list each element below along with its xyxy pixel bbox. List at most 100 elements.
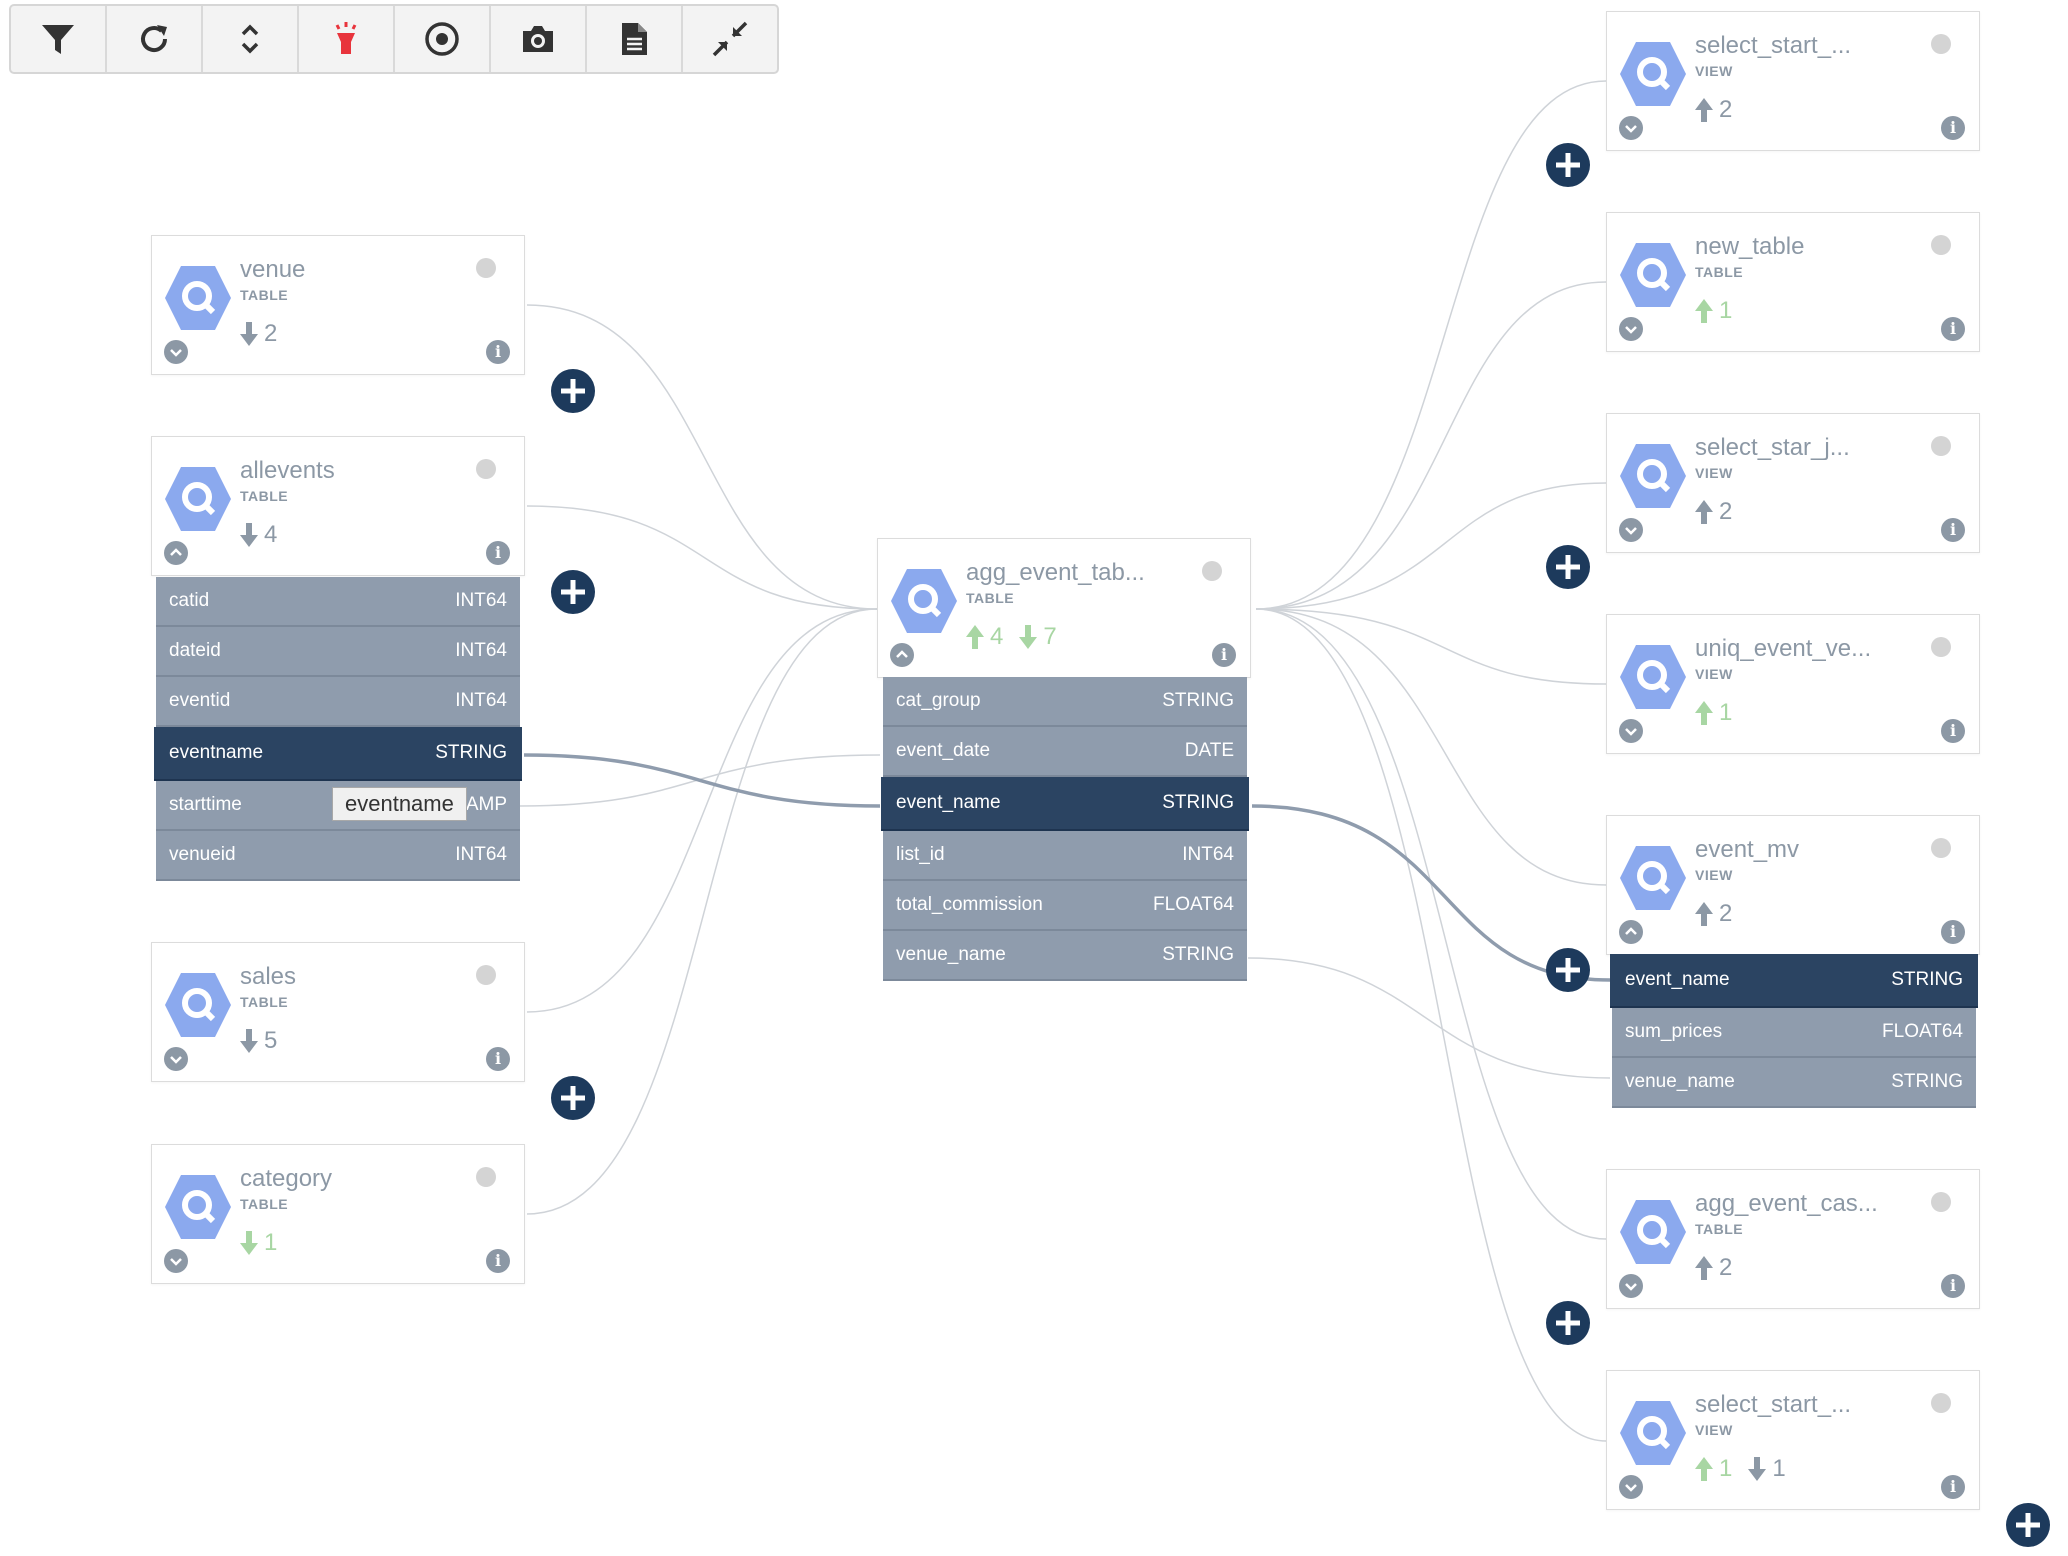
expand-collapse-icon [241, 24, 259, 54]
node-name: agg_event_cas... [1695, 1190, 1878, 1217]
chevron-down-icon[interactable] [1619, 518, 1643, 542]
chevron-up-icon[interactable] [890, 643, 914, 667]
node-name: uniq_event_ve... [1695, 635, 1872, 662]
status-dot [1931, 637, 1951, 657]
node-type: VIEW [1695, 1422, 1733, 1438]
info-icon[interactable]: i [486, 541, 510, 565]
node-type: VIEW [1695, 465, 1733, 481]
node-venue[interactable]: venue TABLE 2 i [151, 235, 525, 375]
node-select-star-j[interactable]: select_star_j... VIEW 2 i [1606, 413, 1980, 553]
node-category[interactable]: category TABLE 1 i [151, 1144, 525, 1284]
node-select-start-1[interactable]: select_start_... VIEW 2 i [1606, 11, 1980, 151]
info-icon[interactable]: i [486, 340, 510, 364]
info-icon[interactable]: i [1941, 1274, 1965, 1298]
chevron-up-icon[interactable] [1619, 920, 1643, 944]
bigquery-icon [165, 467, 231, 531]
bigquery-icon [165, 973, 231, 1037]
toolbar [9, 4, 779, 74]
chevron-down-icon[interactable] [164, 1249, 188, 1273]
info-icon[interactable]: i [1941, 518, 1965, 542]
chevron-down-icon[interactable] [1619, 317, 1643, 341]
chevron-down-icon[interactable] [1619, 719, 1643, 743]
node-agg-event-cas[interactable]: agg_event_cas... TABLE 2 i [1606, 1169, 1980, 1309]
info-icon[interactable]: i [1212, 643, 1236, 667]
filter-button[interactable] [11, 6, 107, 72]
info-icon[interactable]: i [1941, 1475, 1965, 1499]
expand-plus-button[interactable] [2006, 1503, 2050, 1547]
arrow-down-icon [1748, 1457, 1767, 1481]
arrow-down-icon [240, 322, 258, 346]
info-icon[interactable]: i [1941, 116, 1965, 140]
node-type: VIEW [1695, 867, 1733, 883]
info-icon[interactable]: i [1941, 920, 1965, 944]
info-icon[interactable]: i [486, 1249, 510, 1273]
expand-collapse-button[interactable] [203, 6, 299, 72]
expand-plus-button[interactable] [1546, 143, 1590, 187]
export-button[interactable] [587, 6, 683, 72]
node-uniq-event[interactable]: uniq_event_ve... VIEW 1 i [1606, 614, 1980, 754]
document-icon [622, 23, 647, 55]
node-agg-event[interactable]: agg_event_tab... TABLE 4 7 i [877, 538, 1251, 678]
node-type: TABLE [240, 488, 289, 504]
node-new-table[interactable]: new_table TABLE 1 i [1606, 212, 1980, 352]
status-dot [1202, 561, 1222, 581]
node-allevents[interactable]: allevents TABLE 4 i [151, 436, 525, 576]
focus-button[interactable] [395, 6, 491, 72]
chevron-up-icon[interactable] [164, 541, 188, 565]
chevron-down-icon[interactable] [1619, 1274, 1643, 1298]
node-type: TABLE [240, 287, 289, 303]
chevron-down-icon[interactable] [164, 1047, 188, 1071]
node-counts: 2 [1695, 498, 1742, 526]
highlight-icon [335, 22, 357, 54]
chevron-down-icon[interactable] [1619, 116, 1643, 140]
info-icon[interactable]: i [1941, 719, 1965, 743]
node-sales[interactable]: sales TABLE 5 i [151, 942, 525, 1082]
expand-plus-button[interactable] [1546, 545, 1590, 589]
node-counts: 4 7 [966, 623, 1067, 651]
expand-plus-button[interactable] [551, 1076, 595, 1120]
bigquery-icon [1620, 1401, 1686, 1465]
chevron-down-icon[interactable] [164, 340, 188, 364]
refresh-button[interactable] [107, 6, 203, 72]
expand-plus-button[interactable] [1546, 948, 1590, 992]
node-event-mv[interactable]: event_mv VIEW 2 i [1606, 815, 1980, 955]
node-type: TABLE [240, 994, 289, 1010]
bigquery-icon [165, 266, 231, 330]
expand-plus-button[interactable] [1546, 1301, 1590, 1345]
compress-button[interactable] [683, 6, 777, 72]
bigquery-icon [1620, 1200, 1686, 1264]
status-dot [476, 459, 496, 479]
node-counts: 2 [240, 320, 287, 348]
node-select-start-2[interactable]: select_start_... VIEW 1 1 i [1606, 1370, 1980, 1510]
node-type: TABLE [966, 590, 1015, 606]
expand-plus-button[interactable] [551, 570, 595, 614]
expand-plus-button[interactable] [551, 369, 595, 413]
arrow-up-icon [966, 625, 984, 649]
node-name: category [240, 1165, 333, 1192]
highlight-button[interactable] [299, 6, 395, 72]
info-icon[interactable]: i [1941, 317, 1965, 341]
arrow-down-icon [240, 1231, 258, 1255]
node-type: VIEW [1695, 63, 1733, 79]
arrow-up-icon [1695, 701, 1713, 725]
info-icon[interactable]: i [486, 1047, 510, 1071]
screenshot-button[interactable] [491, 6, 587, 72]
refresh-icon [141, 25, 168, 53]
chevron-down-icon[interactable] [1619, 1475, 1643, 1499]
arrow-up-icon [1695, 902, 1713, 926]
